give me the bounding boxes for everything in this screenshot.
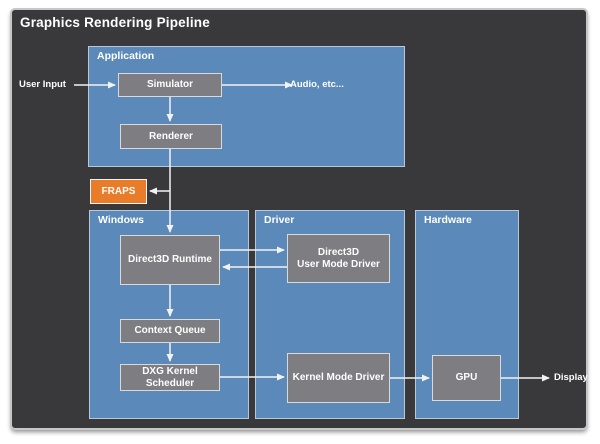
node-kernel-mode-driver: Kernel Mode Driver — [287, 353, 390, 403]
group-driver-label: Driver — [264, 214, 295, 226]
node-fraps-label: FRAPS — [101, 185, 136, 197]
node-context-queue-label: Context Queue — [134, 325, 206, 337]
node-dxg-kernel-scheduler: DXG Kernel Scheduler — [120, 364, 220, 391]
node-renderer: Renderer — [120, 124, 222, 149]
page-title: Graphics Rendering Pipeline — [20, 15, 210, 30]
node-context-queue: Context Queue — [120, 319, 220, 343]
node-direct3d-runtime-label: Direct3D Runtime — [128, 254, 212, 266]
node-kernel-mode-driver-label: Kernel Mode Driver — [292, 372, 385, 384]
node-dxg-kernel-scheduler-label: DXG Kernel Scheduler — [142, 366, 198, 389]
annotation-display: Display — [554, 372, 588, 383]
node-fraps: FRAPS — [90, 179, 147, 204]
node-renderer-label: Renderer — [149, 130, 193, 142]
node-gpu: GPU — [432, 355, 501, 401]
group-windows-label: Windows — [98, 214, 144, 226]
slide-canvas: Graphics Rendering Pipeline Application … — [10, 8, 588, 430]
group-application-label: Application — [97, 50, 155, 62]
node-direct3d-runtime: Direct3D Runtime — [120, 235, 220, 285]
node-direct3d-user-mode-driver: Direct3D User Mode Driver — [287, 234, 390, 283]
node-simulator: Simulator — [118, 73, 222, 97]
group-hardware-label: Hardware — [424, 214, 472, 226]
node-gpu-label: GPU — [455, 372, 478, 384]
node-direct3d-user-mode-driver-label: Direct3D User Mode Driver — [297, 247, 380, 270]
annotation-audio-etc: Audio, etc... — [290, 79, 344, 90]
annotation-user-input: User Input — [19, 79, 66, 90]
node-simulator-label: Simulator — [146, 79, 194, 91]
